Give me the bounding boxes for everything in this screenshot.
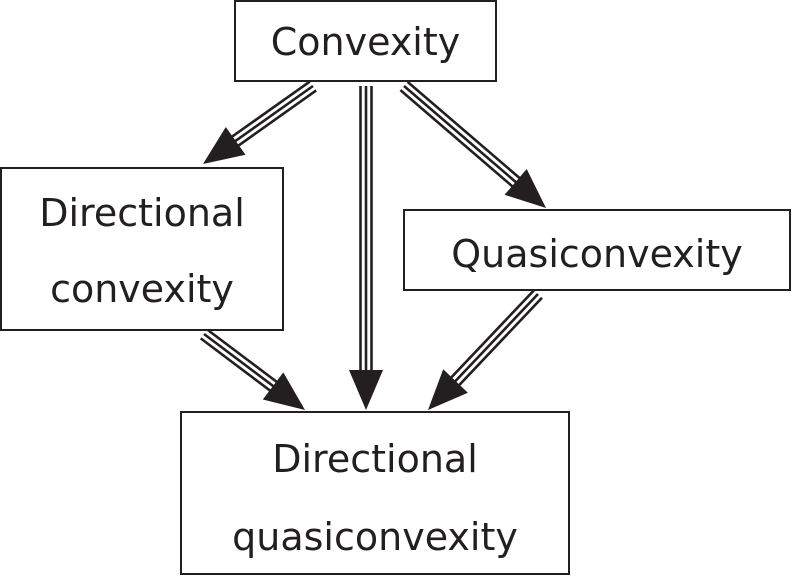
arrow-quasiconvexity-to-directional-quasiconvexity-rail-1 [454,296,543,391]
arrow-convexity-to-quasiconvexity-rail-1 [406,80,525,183]
node-quasiconvexity-label: Quasiconvexity [451,232,743,276]
node-convexity: Convexity [234,0,497,82]
node-quasiconvexity: Quasiconvexity [403,209,791,291]
arrow-convexity-to-directional-quasiconvexity-head [349,370,383,410]
arrow-quasiconvexity-to-directional-quasiconvexity-rail-3 [446,289,535,383]
arrow-convexity-to-directional-convexity-rail-2 [229,84,314,146]
arrow-convexity-to-directional-convexity-rail-3 [226,80,311,141]
node-directional-quasiconvexity: Directional quasiconvexity [180,411,570,575]
arrow-convexity-to-directional-quasiconvexity [349,86,383,410]
arrow-convexity-to-quasiconvexity-head [504,169,546,208]
arrow-convexity-to-directional-convexity-rail-1 [233,89,317,150]
arrow-directional-convexity-to-directional-quasiconvexity-rail-3 [199,337,276,395]
arrow-convexity-to-quasiconvexity-rail-2 [403,85,522,187]
arrow-convexity-to-directional-convexity-head [203,127,246,164]
node-directional-convexity-label-line2: convexity [50,267,234,311]
arrow-directional-convexity-to-directional-quasiconvexity-rail-1 [206,328,282,387]
arrow-quasiconvexity-to-directional-quasiconvexity-head [428,369,468,410]
node-quasiconvexity-box [403,209,791,291]
implication-arrows [199,80,546,410]
node-convexity-label: Convexity [271,20,461,64]
node-convexity-box [234,0,497,82]
arrow-directional-convexity-to-directional-quasiconvexity-head [262,372,305,410]
node-directional-convexity-label-line1: Directional [39,191,245,235]
arrow-quasiconvexity-to-directional-quasiconvexity [428,289,543,410]
arrow-convexity-to-directional-convexity [203,80,317,164]
arrow-directional-convexity-to-directional-quasiconvexity [199,328,305,410]
node-directional-quasiconvexity-label-line1: Directional [272,437,478,481]
arrow-quasiconvexity-to-directional-quasiconvexity-rail-2 [450,293,539,387]
node-directional-quasiconvexity-box [180,411,570,575]
arrow-convexity-to-quasiconvexity [399,80,546,208]
arrow-directional-convexity-to-directional-quasiconvexity-rail-2 [203,332,279,391]
arrow-convexity-to-quasiconvexity-rail-3 [399,89,518,192]
node-directional-convexity-box [0,167,284,331]
node-directional-quasiconvexity-label-line2: quasiconvexity [232,515,518,559]
node-directional-convexity: Directional convexity [0,167,284,331]
